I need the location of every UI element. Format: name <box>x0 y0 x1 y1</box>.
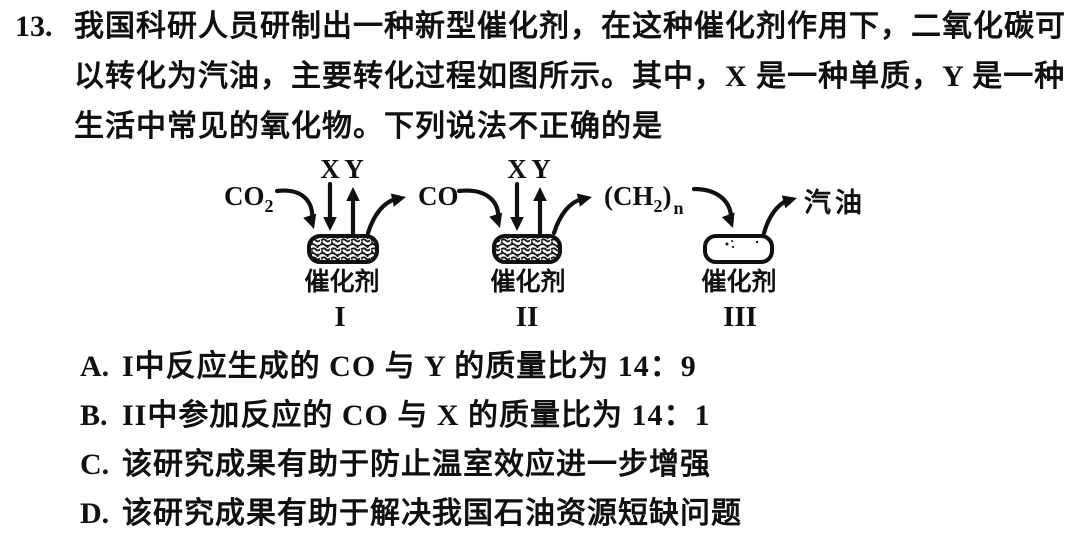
gasoline-label: 汽油 <box>804 188 866 218</box>
question-number: 13. <box>15 10 53 43</box>
arrow-catalyst3-to-gasoline <box>761 191 799 236</box>
option-b-letter: B. <box>80 399 108 432</box>
question-text-line-1: 13. 我国科研人员研制出一种新型催化剂，在这种催化剂作用下，二氧化碳可 <box>15 9 1066 45</box>
arrow-co2-to-catalyst1 <box>274 188 321 232</box>
option-c: C. 该研究成果有助于防止温室效应进一步增强 <box>80 447 711 483</box>
arrow-y-out-of-catalyst2 <box>533 187 547 236</box>
option-b: B. II中参加反应的 CO 与 X 的质量比为 14：1 <box>80 398 711 434</box>
catalyst-block-3-specks <box>725 240 759 249</box>
option-d-letter: D. <box>80 497 110 530</box>
y-label-stage2: Y <box>531 154 551 184</box>
question-line-1-text: 我国科研人员研制出一种新型催化剂，在这种催化剂作用下，二氧化碳可 <box>74 10 1066 43</box>
stage-numeral-3: III <box>723 301 757 333</box>
catalyst-block-3 <box>703 234 774 264</box>
y-label-stage1: Y <box>344 154 364 184</box>
option-b-text: II中参加反应的 CO 与 X 的质量比为 14：1 <box>122 399 711 432</box>
co-label: CO <box>418 181 459 211</box>
stage-numeral-2: II <box>516 301 539 333</box>
option-a-letter: A. <box>80 350 110 383</box>
stage-numeral-1: I <box>334 301 345 333</box>
catalyst-label-1: 催化剂 <box>304 267 379 296</box>
option-a: A. I中反应生成的 CO 与 Y 的质量比为 14：9 <box>80 349 697 385</box>
catalyst-label-3: 催化剂 <box>701 267 776 296</box>
arrow-catalyst1-to-co <box>365 190 408 236</box>
arrow-y-out-of-catalyst1 <box>346 187 360 236</box>
x-label-stage1: X <box>320 154 340 184</box>
arrow-x-into-catalyst1 <box>323 181 337 231</box>
question-text-line-3: 生活中常见的氧化物。下列说法不正确的是 <box>74 110 663 143</box>
catalyst-block-1 <box>307 234 379 264</box>
question-text-line-2: 以转化为汽油，主要转化过程如图所示。其中，X 是一种单质，Y 是一种 <box>74 60 1066 93</box>
arrow-x-into-catalyst2 <box>510 181 524 231</box>
ch2n-label: (CH2)n <box>604 181 684 218</box>
option-d-text: 该研究成果有助于解决我国石油资源短缺问题 <box>122 497 742 530</box>
arrow-catalyst2-to-ch2n <box>551 190 594 236</box>
option-d: D. 该研究成果有助于解决我国石油资源短缺问题 <box>80 496 742 532</box>
catalyst-label-2: 催化剂 <box>490 267 565 296</box>
co2-label: CO2 <box>224 181 274 216</box>
option-c-text: 该研究成果有助于防止温室效应进一步增强 <box>122 448 711 481</box>
arrow-co-to-catalyst2 <box>456 188 507 231</box>
option-a-text: I中反应生成的 CO 与 Y 的质量比为 14：9 <box>122 350 697 383</box>
x-label-stage2: X <box>507 154 527 184</box>
option-c-letter: C. <box>80 448 110 481</box>
arrow-ch2n-to-catalyst3 <box>691 186 740 231</box>
catalyst-block-2 <box>492 234 562 264</box>
